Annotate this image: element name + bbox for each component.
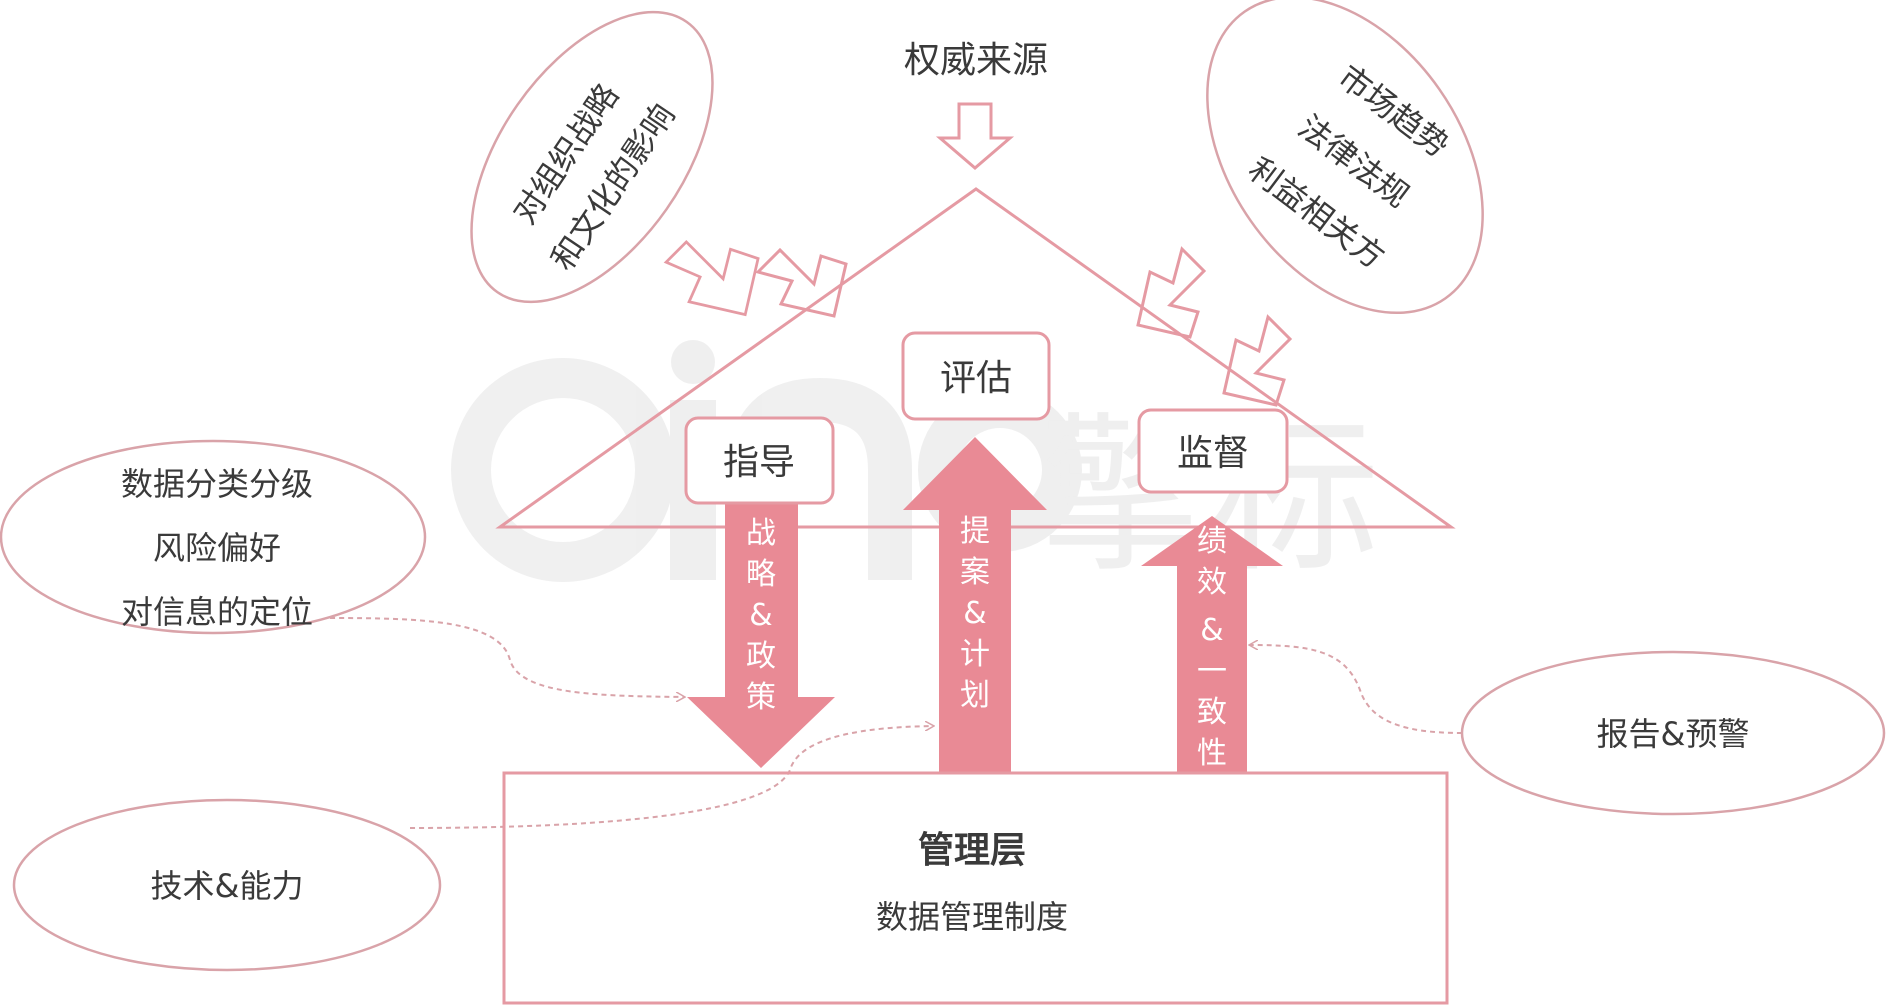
proposal-up-arrow	[903, 437, 1047, 773]
connector-left-mid	[329, 617, 684, 697]
roof-arrow-left-2	[755, 247, 848, 318]
base-subtitle: 数据管理制度	[876, 898, 1068, 936]
bottom-left-label: 技术&能力	[151, 867, 304, 905]
up-center-arrow-char: 提	[960, 514, 990, 549]
strategy-down-arrow	[687, 500, 835, 768]
left-mid-line-1: 数据分类分级	[121, 465, 313, 503]
bottom-left-ellipse: 技术&能力	[12, 798, 442, 972]
down-arrow-char: 略	[746, 557, 776, 592]
top-label: 权威来源	[904, 40, 1048, 81]
right-bottom-ellipse: 报告&预警	[1460, 650, 1886, 816]
down-arrow-char: 战	[746, 516, 776, 551]
up-right-arrow-char: 性	[1197, 736, 1227, 771]
down-arrow-char: 策	[746, 680, 776, 715]
roof-arrow-right-2	[1222, 314, 1293, 407]
performance-up-arrow	[1141, 516, 1283, 773]
up-right-arrow-char: &	[1200, 613, 1223, 648]
down-arrow-char: &	[749, 598, 772, 633]
top-down-arrow	[935, 102, 1015, 170]
left-mid-line-3: 对信息的定位	[121, 593, 313, 631]
box-guide-label: 指导	[723, 442, 795, 483]
left-top-ellipse: 对组织战略 和文化的影响	[470, 10, 714, 304]
roof-arrow-left-1	[663, 240, 760, 317]
up-center-arrow-char: 案	[960, 555, 990, 590]
up-center-arrow-char: 划	[960, 678, 990, 713]
left-mid-ellipse: 数据分类分级 风险偏好 对信息的定位	[0, 439, 427, 635]
up-right-arrow-text: 绩 效 & 一 致 性	[1197, 524, 1227, 771]
up-right-arrow-char: 致	[1197, 695, 1227, 730]
right-bottom-label: 报告&预警	[1597, 715, 1750, 753]
box-monitor: 监督	[1137, 408, 1289, 494]
box-evaluate: 评估	[901, 331, 1051, 421]
down-arrow-char: 政	[746, 639, 776, 674]
management-base: 管理层 数据管理制度	[502, 771, 1449, 1005]
right-top-ellipse: 市场趋势 法律法规 利益相关方	[1206, 0, 1484, 315]
base-title: 管理层	[918, 830, 1026, 871]
down-arrow-text: 战 略 & 政 策	[746, 516, 776, 715]
box-monitor-label: 监督	[1177, 433, 1249, 474]
box-evaluate-label: 评估	[940, 358, 1012, 399]
roof-arrow-right-1	[1136, 246, 1207, 339]
up-center-arrow-text: 提 案 & 计 划	[960, 514, 990, 713]
box-guide: 指导	[684, 416, 835, 505]
left-mid-line-2: 风险偏好	[153, 529, 281, 567]
connector-right-bottom	[1250, 645, 1463, 734]
up-right-arrow-char: 效	[1197, 565, 1227, 600]
up-center-arrow-char: &	[963, 596, 986, 631]
up-center-arrow-char: 计	[960, 637, 990, 672]
up-right-arrow-char: 绩	[1197, 524, 1227, 559]
up-right-arrow-char: 一	[1197, 654, 1227, 689]
connector-bottom-left	[409, 726, 933, 829]
